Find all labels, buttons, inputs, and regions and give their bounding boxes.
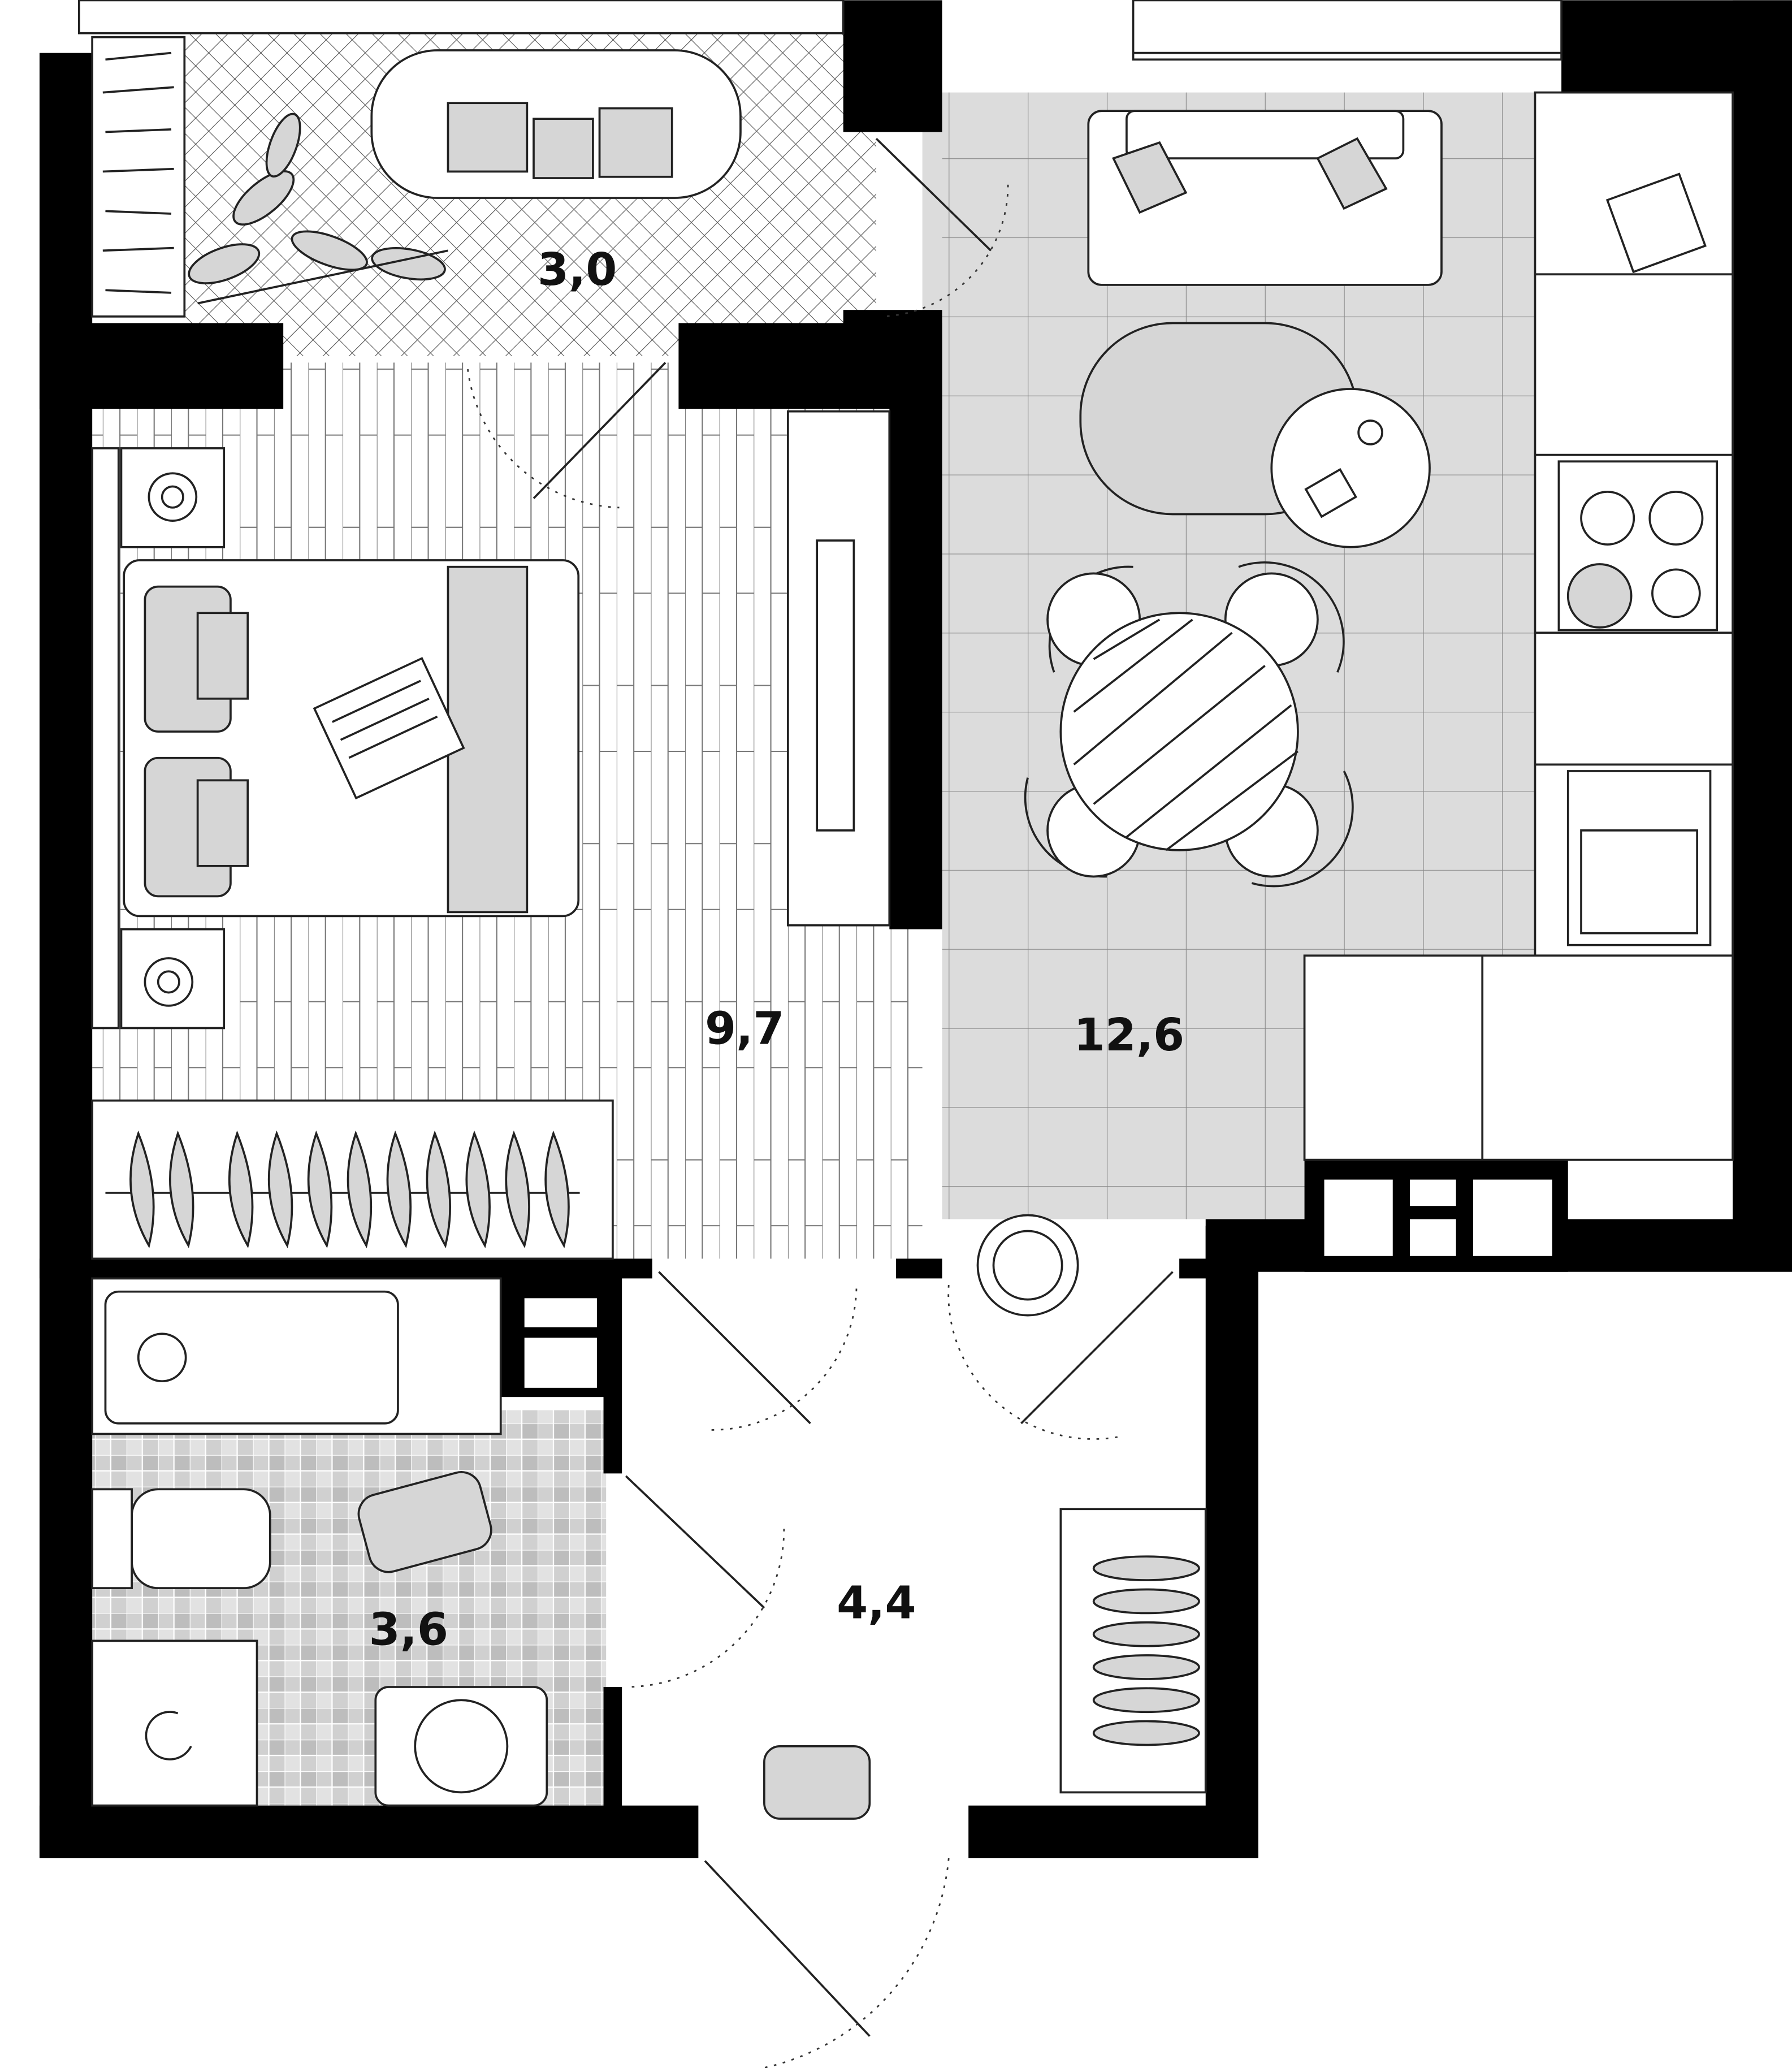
walls xyxy=(39,0,1792,1858)
bookshelf xyxy=(91,36,186,318)
shoe-rack xyxy=(1059,1508,1207,1794)
plant-icon xyxy=(188,113,448,305)
tv xyxy=(816,539,855,832)
dining-table xyxy=(1059,612,1299,851)
plant-pot xyxy=(1605,172,1707,274)
room-area-bathroom: 3,6 xyxy=(369,1603,448,1655)
windows xyxy=(77,0,1562,61)
dining-set xyxy=(1024,561,1354,888)
bathroom-furniture: 3,6 xyxy=(91,1277,548,1807)
room-area-kitchen-living: 12,6 xyxy=(1074,1009,1185,1061)
window-top-living xyxy=(1132,0,1562,61)
nightstand-bottom xyxy=(120,928,226,1029)
fridge xyxy=(1303,954,1734,1161)
room-area-balcony: 3,0 xyxy=(538,243,617,296)
coffee-table xyxy=(1270,388,1431,548)
window-balcony xyxy=(77,0,845,34)
door-mat xyxy=(763,1745,871,1820)
bathtub xyxy=(91,1277,502,1435)
bedroom-furniture: 9,7 xyxy=(91,362,891,1260)
laptop-icon xyxy=(313,657,465,800)
bath-mat xyxy=(357,1471,492,1573)
washbasin xyxy=(374,1686,548,1807)
robot-vacuum xyxy=(976,1214,1079,1317)
washing-machine xyxy=(91,1639,258,1807)
hallway-furniture: 4,4 xyxy=(625,1214,1207,2068)
kitchen-strip-floor xyxy=(922,132,942,317)
room-area-hallway: 4,4 xyxy=(837,1577,916,1629)
shaft-openings xyxy=(524,1179,1552,1388)
sink xyxy=(1566,770,1712,946)
nightstand-top xyxy=(120,447,226,548)
room-area-bedroom: 9,7 xyxy=(705,1002,784,1054)
balcony-furniture: 3,0 xyxy=(91,36,742,318)
living-furniture: 12,6 xyxy=(875,91,1734,1161)
toilet xyxy=(131,1488,271,1590)
